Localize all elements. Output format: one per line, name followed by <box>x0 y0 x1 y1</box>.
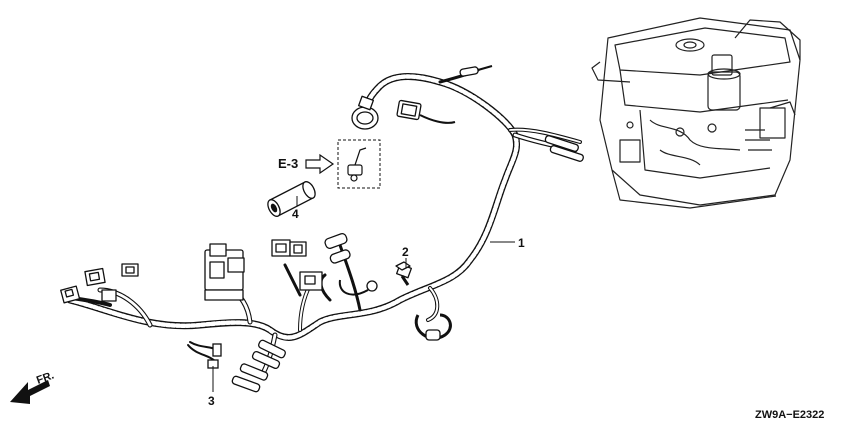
engine-illustration <box>591 17 801 209</box>
front-label: FR. <box>35 369 56 386</box>
reference-label: E-3 <box>278 156 298 171</box>
diagram-code: ZW9A−E2322 <box>755 409 824 421</box>
switch-component <box>347 147 367 182</box>
grommet <box>351 95 379 130</box>
left-arrow-icon <box>305 153 335 175</box>
tube-part-4 <box>267 181 316 217</box>
part-number-3: 3 <box>208 394 215 408</box>
front-arrow-icon <box>10 380 50 404</box>
leader-lines <box>212 196 515 392</box>
reference-callout <box>305 139 381 189</box>
harness-connectors <box>60 65 584 393</box>
part-number-1: 1 <box>518 236 525 250</box>
part-number-4: 4 <box>292 207 299 221</box>
reference-dashed-box <box>337 139 381 189</box>
main-wire-harness <box>66 68 582 378</box>
sub-harness-part-3 <box>187 341 222 369</box>
part-number-2: 2 <box>402 245 409 259</box>
bolt-part-2 <box>395 261 412 286</box>
